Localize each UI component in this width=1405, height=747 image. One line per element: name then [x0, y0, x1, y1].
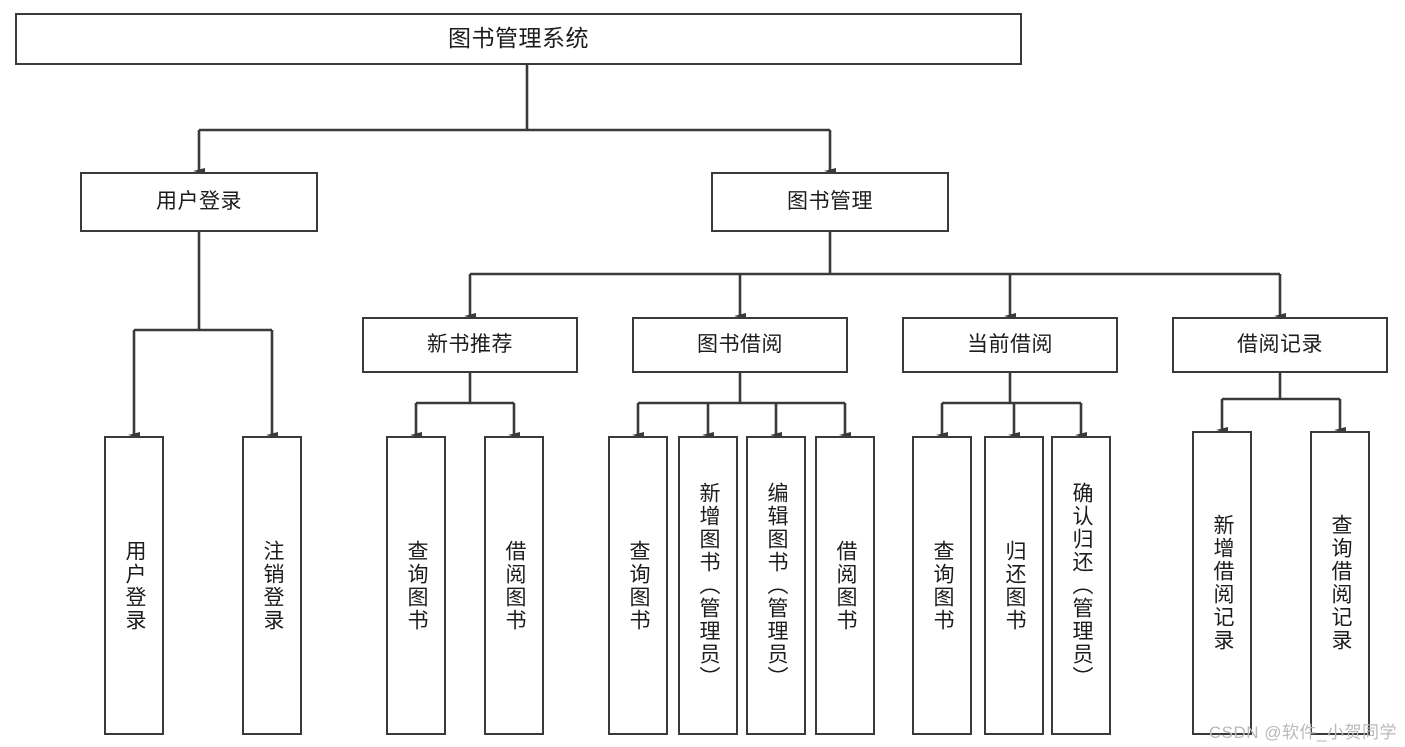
node-current-borrow[interactable]: 当前借阅 — [902, 317, 1118, 373]
node-leaf-edit-book[interactable]: 编辑图书（管理员） — [746, 436, 806, 735]
node-label: 查询借阅记录 — [1329, 514, 1353, 652]
node-leaf-borrow-2[interactable]: 借阅图书 — [815, 436, 875, 735]
node-leaf-logout[interactable]: 注销登录 — [242, 436, 302, 735]
node-label: 确认归还（管理员） — [1070, 482, 1094, 689]
node-leaf-query-1[interactable]: 查询图书 — [386, 436, 446, 735]
node-leaf-add-record[interactable]: 新增借阅记录 — [1192, 431, 1252, 735]
node-leaf-borrow-1[interactable]: 借阅图书 — [484, 436, 544, 735]
node-label: 编辑图书（管理员） — [765, 482, 789, 689]
node-label: 图书管理系统 — [448, 25, 589, 52]
node-book-manage[interactable]: 图书管理 — [711, 172, 949, 232]
node-leaf-qry-record[interactable]: 查询借阅记录 — [1310, 431, 1370, 735]
node-label: 注销登录 — [261, 539, 285, 632]
node-label: 新增图书（管理员） — [697, 482, 721, 689]
node-label: 用户登录 — [156, 190, 242, 214]
node-label: 新书推荐 — [427, 333, 513, 357]
node-label: 借阅记录 — [1237, 333, 1323, 357]
node-label: 归还图书 — [1003, 539, 1027, 632]
node-user-login[interactable]: 用户登录 — [80, 172, 318, 232]
node-label: 图书管理 — [787, 190, 873, 214]
node-leaf-confirm[interactable]: 确认归还（管理员） — [1051, 436, 1111, 735]
node-new-book-rec[interactable]: 新书推荐 — [362, 317, 578, 373]
node-label: 查询图书 — [405, 539, 429, 632]
node-label: 当前借阅 — [967, 333, 1053, 357]
node-leaf-query-2[interactable]: 查询图书 — [608, 436, 668, 735]
node-label: 新增借阅记录 — [1211, 514, 1235, 652]
node-label: 借阅图书 — [834, 539, 858, 632]
node-leaf-user-login[interactable]: 用户登录 — [104, 436, 164, 735]
connector-lines — [128, 65, 1346, 438]
node-book-borrow[interactable]: 图书借阅 — [632, 317, 848, 373]
node-borrow-record[interactable]: 借阅记录 — [1172, 317, 1388, 373]
node-label: 查询图书 — [627, 539, 651, 632]
node-label: 用户登录 — [123, 539, 147, 632]
node-leaf-return[interactable]: 归还图书 — [984, 436, 1044, 735]
node-label: 图书借阅 — [697, 333, 783, 357]
node-leaf-add-book[interactable]: 新增图书（管理员） — [678, 436, 738, 735]
node-leaf-query-3[interactable]: 查询图书 — [912, 436, 972, 735]
node-label: 查询图书 — [931, 539, 955, 632]
node-label: 借阅图书 — [503, 539, 527, 632]
node-root[interactable]: 图书管理系统 — [15, 13, 1022, 65]
